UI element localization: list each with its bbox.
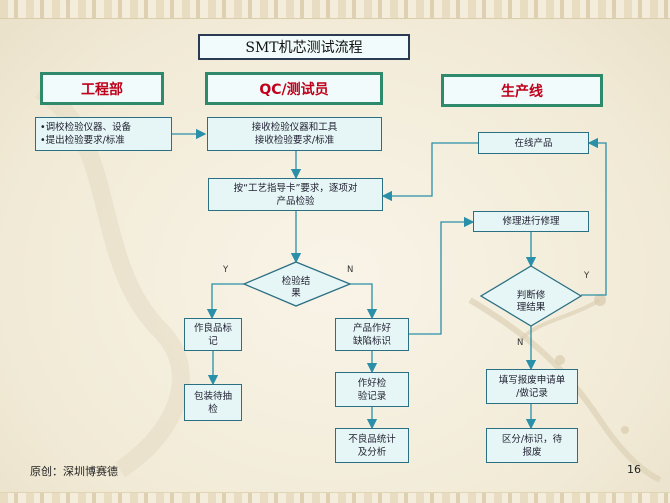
good-mark-box: 作良品标 记 xyxy=(184,318,242,351)
record-box: 作好检 验记录 xyxy=(335,372,409,407)
decision-diamond-repair xyxy=(479,265,583,327)
engineering-tasks-box: •调校检验仪器、设备 •提出检验要求/标准 xyxy=(35,117,172,151)
footer-author: 原创：深圳博赛德 xyxy=(30,465,118,478)
distinguish-box: 区分/标识，待 报废 xyxy=(486,428,578,463)
decorative-top-border xyxy=(0,0,670,19)
decorative-bottom-border xyxy=(0,492,670,503)
label-no-2: N xyxy=(517,338,524,348)
online-product-box: 在线产品 xyxy=(478,132,589,154)
scrap-request-box: 填写报废申请单 /做记录 xyxy=(486,369,578,404)
defect-mark-box: 产品作好 缺陷标识 xyxy=(335,318,409,351)
repair-box: 修理进行修理 xyxy=(473,211,589,232)
page-title: SMT机芯测试流程 xyxy=(198,34,410,60)
label-no-1: N xyxy=(347,265,354,275)
page-number: 16 xyxy=(627,463,641,476)
inspect-box: 按“工艺指导卡”要求，逐项对 产品检验 xyxy=(208,178,383,211)
decision-diamond-check xyxy=(242,261,352,307)
pack-box: 包装待抽 检 xyxy=(184,384,242,421)
header-engineering: 工程部 xyxy=(40,72,164,105)
label-yes-2: Y xyxy=(584,271,590,281)
stats-box: 不良品统计 及分析 xyxy=(335,428,409,463)
decision-check-label: 检验结 果 xyxy=(281,276,311,299)
label-yes-1: Y xyxy=(223,265,229,275)
header-qc: QC/测试员 xyxy=(205,72,383,105)
decision-repair-label: 判断修 理结果 xyxy=(516,290,546,313)
header-production: 生产线 xyxy=(441,74,603,107)
receive-box: 接收检验仪器和工具 接收检验要求/标准 xyxy=(207,117,382,151)
